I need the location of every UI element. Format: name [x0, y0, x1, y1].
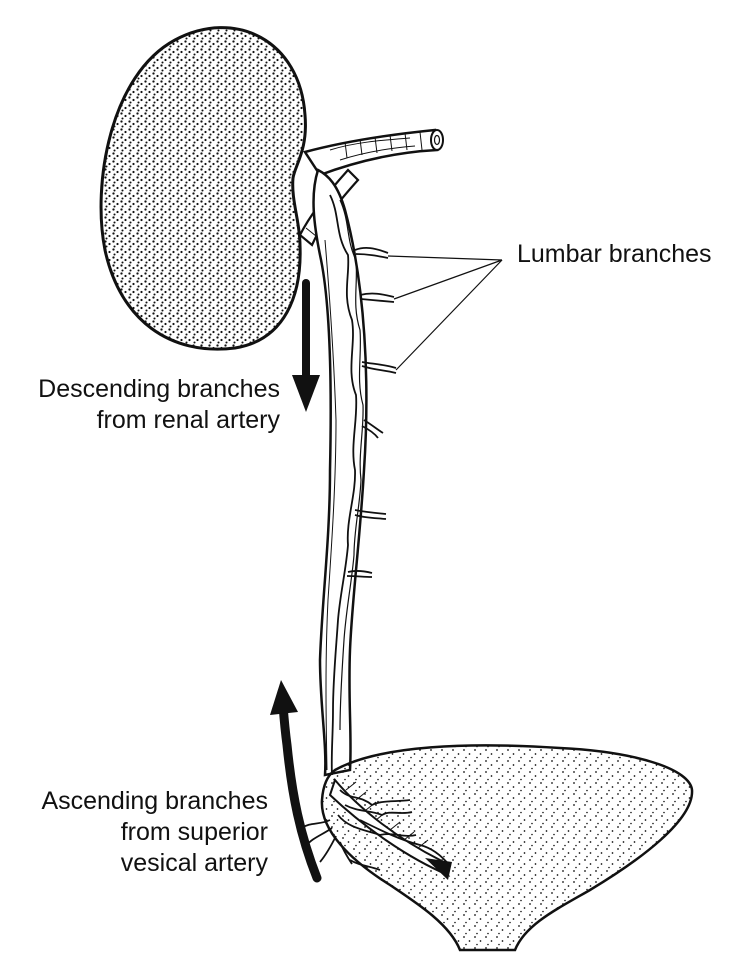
label-descending-branches: Descending branches from renal artery: [6, 374, 280, 436]
label-lumbar-branches: Lumbar branches: [517, 239, 712, 270]
bladder: [322, 745, 692, 950]
label-ascending-branches: Ascending branches from superior vesical…: [6, 786, 268, 879]
lumbar-pointer-lines: [388, 256, 502, 370]
descending-arrow: [292, 283, 320, 412]
ascending-arrow: [270, 680, 317, 878]
renal-artery-cut-end: [431, 130, 443, 150]
kidney: [101, 28, 305, 349]
ureter: [314, 170, 367, 775]
